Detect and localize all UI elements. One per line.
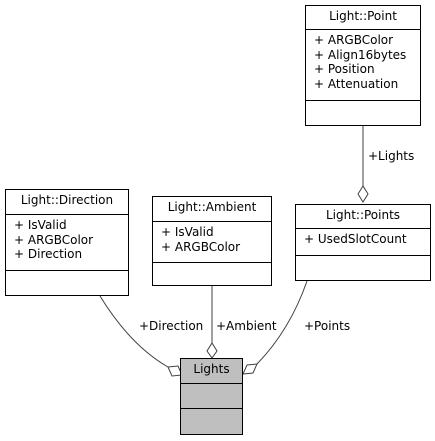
attribute-attenuation: + Attenuation (314, 76, 399, 91)
edge-label-points: +Points (304, 319, 351, 333)
attribute-direction: + Direction (14, 247, 83, 261)
aggregation-diamond-points (242, 363, 258, 375)
class-box-lights[interactable]: Lights (180, 358, 243, 435)
attribute-position: + Position (314, 62, 375, 76)
edge-label-ambient: +Ambient (216, 319, 277, 333)
attribute-section-lights (181, 384, 242, 409)
attribute-argbcolor: + ARGBColor (314, 33, 394, 47)
class-box-light-ambient[interactable]: Light::Ambient + IsValid + ARGBColor (152, 196, 272, 286)
class-box-light-direction[interactable]: Light::Direction + IsValid + ARGBColor +… (5, 189, 129, 296)
attribute-usedslotcount: + UsedSlotCount (304, 232, 407, 246)
class-title-light-ambient: Light::Ambient (153, 197, 271, 222)
class-title-light-direction: Light::Direction (6, 190, 128, 215)
aggregation-diamond-lights (357, 185, 369, 203)
attribute-section-light-direction: + IsValid + ARGBColor + Direction (6, 215, 128, 271)
attribute-argbcolor: + ARGBColor (14, 232, 94, 247)
class-title-light-point: Light::Point (306, 6, 420, 30)
attribute-section-light-ambient: + IsValid + ARGBColor (153, 222, 271, 263)
edge-label-lights: +Lights (368, 149, 415, 163)
class-box-light-point[interactable]: Light::Point + ARGBColor + Align16bytes … (305, 5, 421, 126)
aggregation-diamond-ambient (206, 342, 218, 359)
edge-label-direction: +Direction (139, 319, 204, 333)
attribute-section-light-point: + ARGBColor + Align16bytes + Position + … (306, 30, 420, 101)
class-title-lights: Lights (181, 359, 242, 384)
attribute-isvalid: + IsValid (14, 218, 67, 232)
attribute-section-light-points: + UsedSlotCount (296, 229, 430, 256)
attribute-argbcolor: + ARGBColor (161, 239, 241, 254)
class-title-light-points: Light::Points (296, 205, 430, 229)
edge-direction (99, 295, 169, 368)
edge-points (256, 280, 308, 365)
attribute-align16bytes: + Align16bytes (314, 47, 407, 62)
attribute-isvalid: + IsValid (161, 225, 214, 239)
class-box-light-points[interactable]: Light::Points + UsedSlotCount (295, 204, 431, 281)
